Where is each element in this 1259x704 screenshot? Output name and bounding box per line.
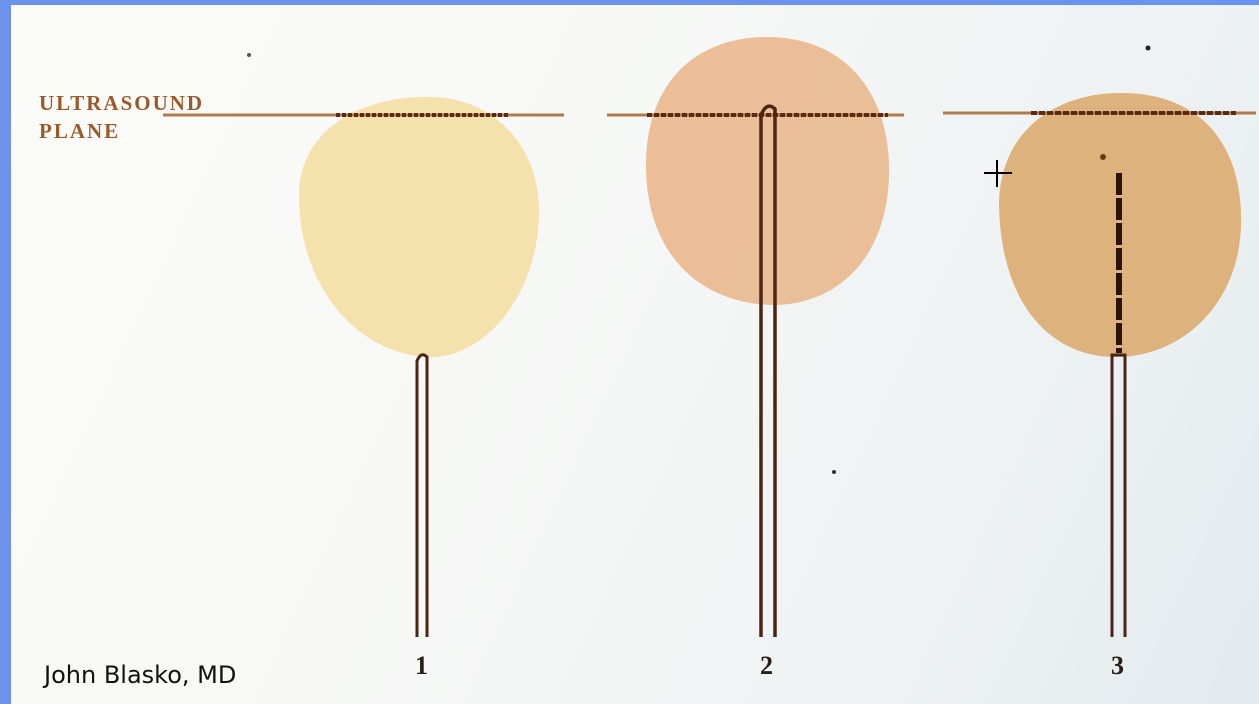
label-line-2: PLANE — [39, 117, 204, 145]
gland-marker-dot — [1100, 154, 1106, 160]
prostate-gland-1 — [299, 97, 539, 357]
panel-2 — [607, 37, 904, 637]
needle-1 — [417, 355, 427, 637]
label-line-1: ULTRASOUND — [39, 89, 204, 117]
speck — [832, 470, 836, 474]
panel-number-3: 3 — [1111, 651, 1124, 681]
prostate-gland-2 — [646, 37, 889, 305]
panel-number-2: 2 — [760, 651, 773, 681]
panel-1 — [163, 97, 564, 637]
panel-3 — [943, 93, 1256, 637]
ultrasound-plane-label: ULTRASOUND PLANE — [39, 89, 204, 145]
slide-canvas: ULTRASOUND PLANE 1 2 3 John Blasko, MD — [11, 5, 1259, 704]
speck — [1146, 46, 1151, 51]
author-credit: John Blasko, MD — [44, 661, 236, 689]
panel-number-1: 1 — [415, 651, 428, 681]
needle-3 — [1112, 355, 1125, 637]
speck — [247, 53, 251, 57]
